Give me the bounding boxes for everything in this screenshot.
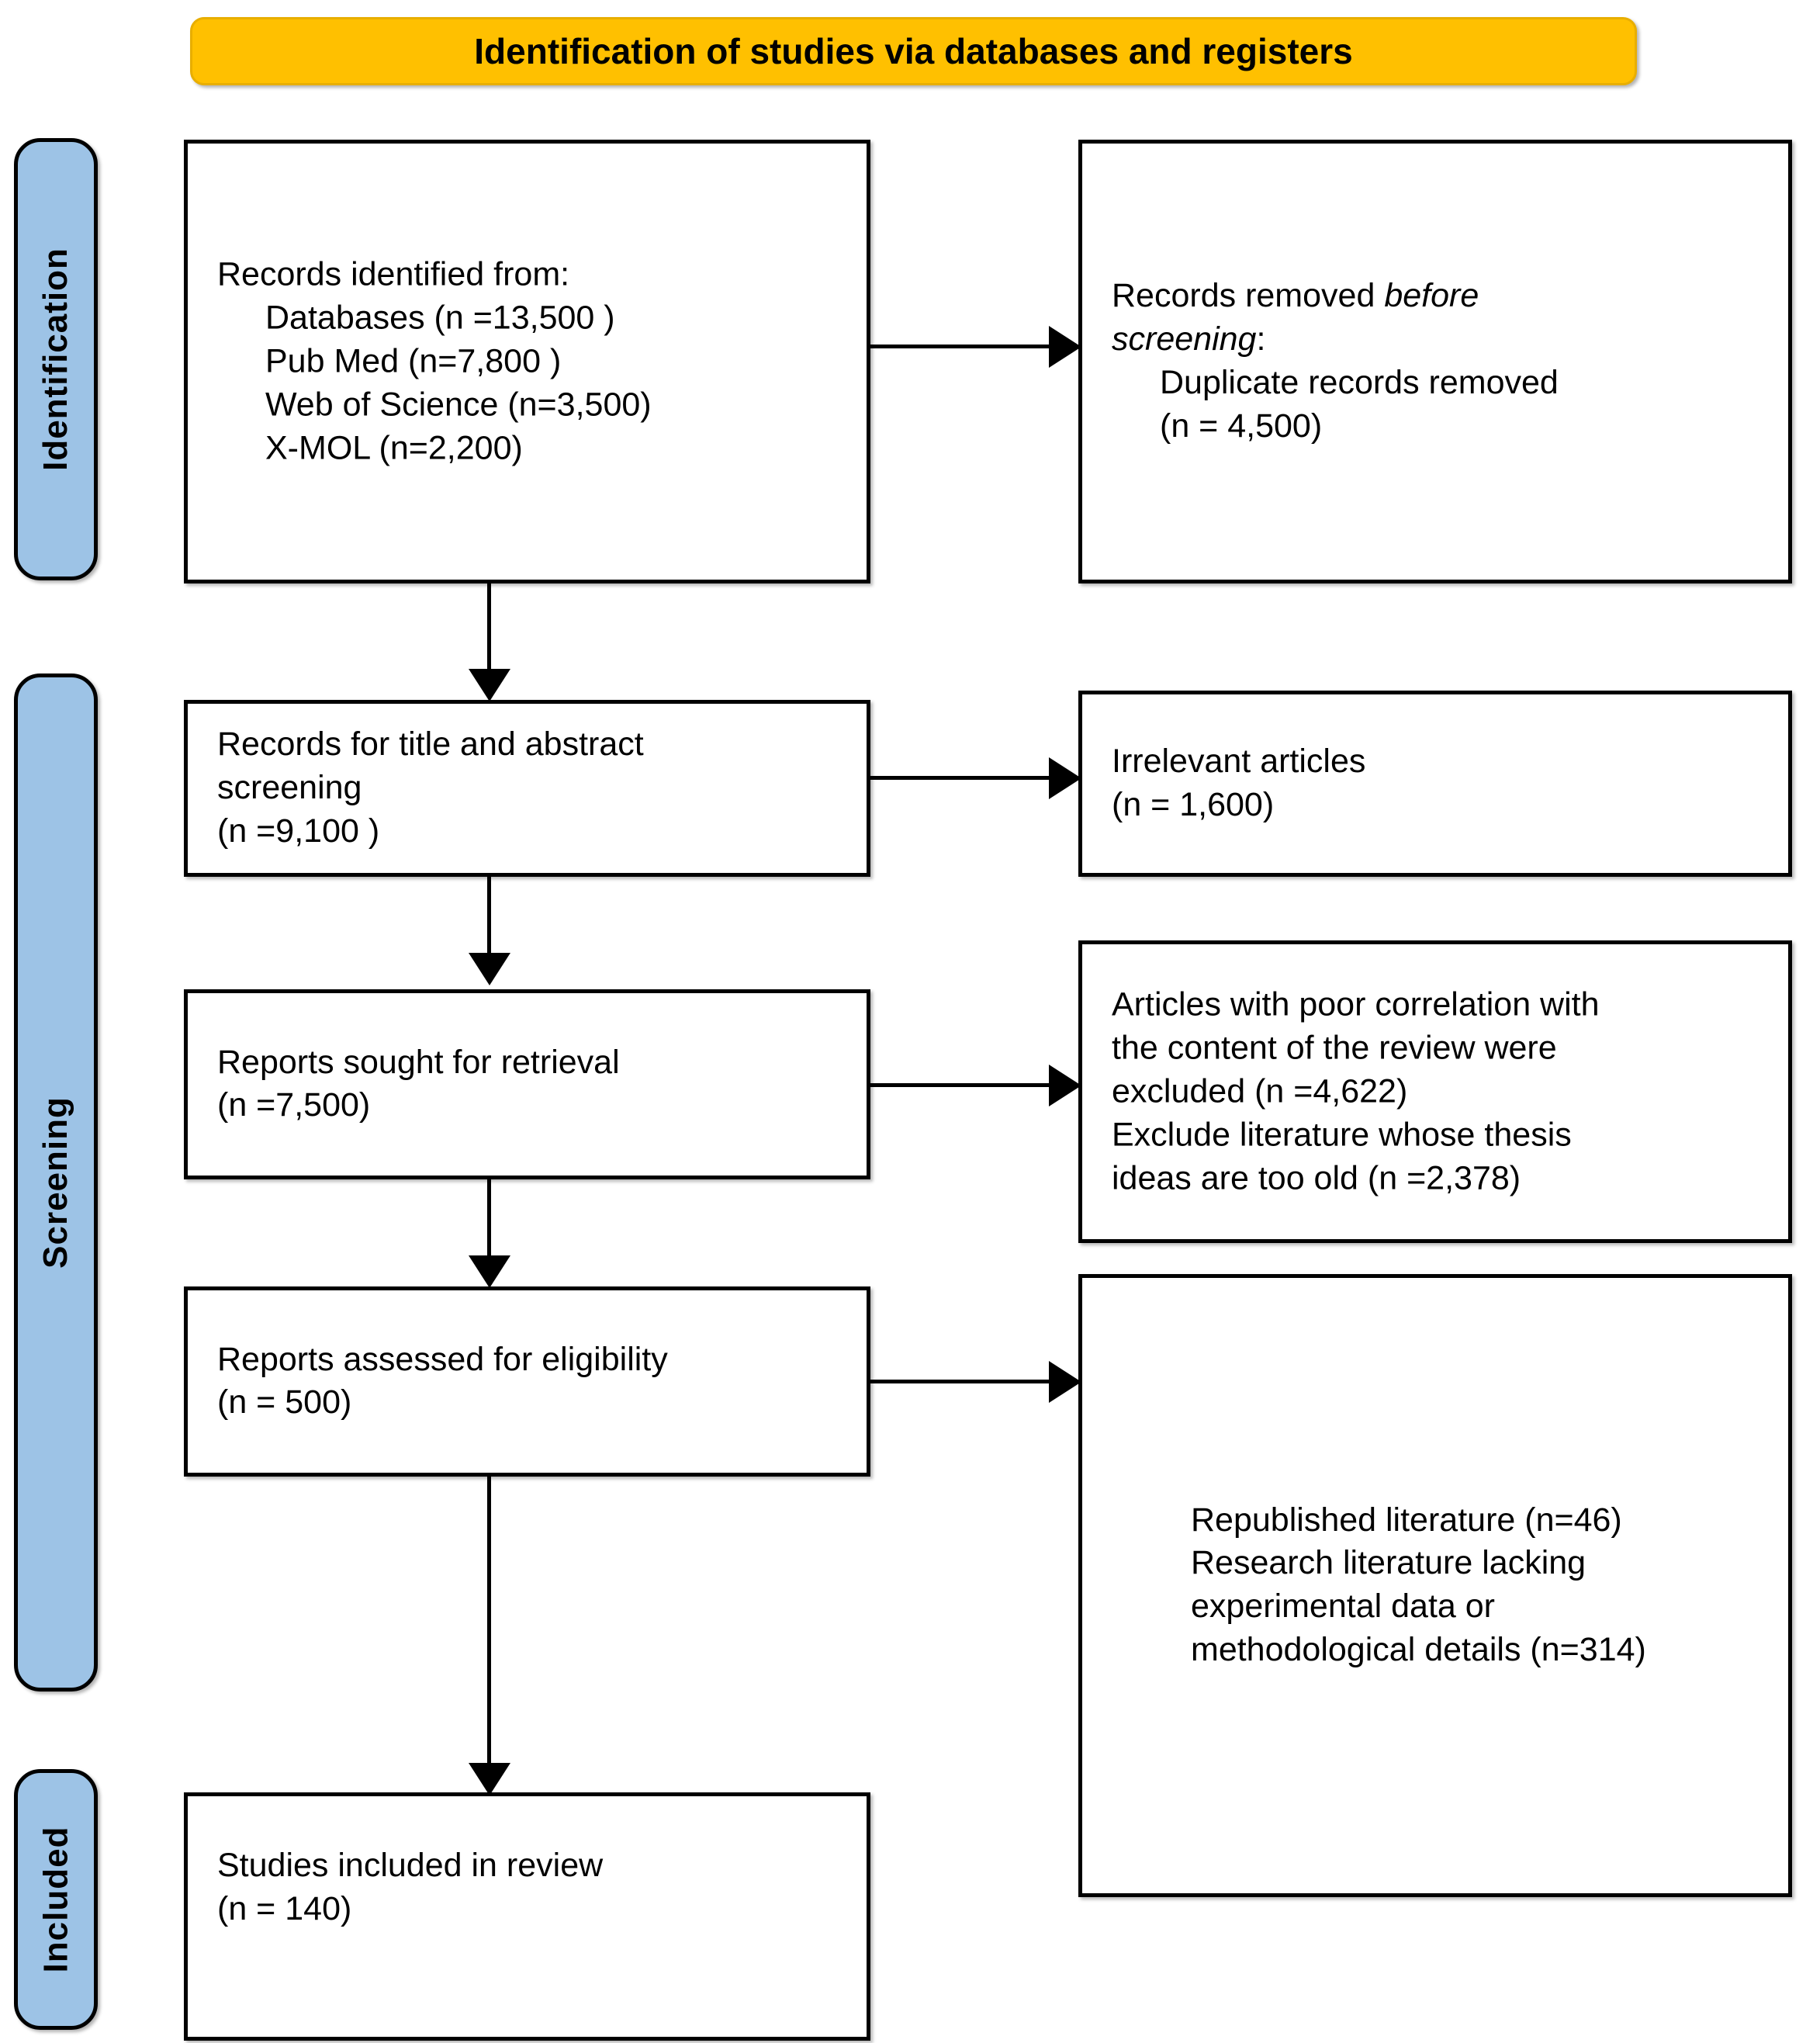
records-removed-line1-prefix: Records removed [1112, 277, 1385, 315]
box-articles-excluded-content: Articles with poor correlation with the … [1112, 983, 1771, 1200]
studies-included-line2: (n = 140) [217, 1889, 352, 1927]
irrelevant-line2: (n = 1,600) [1112, 786, 1275, 823]
records-removed-item-duplicate: Duplicate records removed [1160, 364, 1559, 401]
eligibility-excluded-line4: methodological details (n=314) [1191, 1631, 1646, 1669]
articles-excluded-line5: ideas are too old (n =2,378) [1112, 1158, 1521, 1196]
connector-identified-to-screening-arrowhead [469, 669, 510, 701]
reports-sought-line1: Reports sought for retrieval [217, 1043, 620, 1081]
articles-excluded-line1: Articles with poor correlation with [1112, 985, 1600, 1023]
records-identified-item-xmol: X-MOL (n=2,200) [265, 428, 523, 466]
records-removed-item-count: (n = 4,500) [1160, 407, 1323, 445]
stage-label-included-text: Included [36, 1826, 74, 1973]
box-title-abstract-screening: Records for title and abstract screening… [184, 700, 870, 877]
connector-identified-to-removed-line [870, 345, 1050, 348]
articles-excluded-line3: excluded (n =4,622) [1112, 1072, 1408, 1110]
connector-assessed-to-included-arrowhead [469, 1763, 510, 1795]
box-studies-included-content: Studies included in review (n = 140) [217, 1844, 849, 1931]
records-removed-line2: screening: [1112, 318, 1771, 362]
diagram-header-banner: Identification of studies via databases … [190, 17, 1637, 85]
reports-assessed-line1: Reports assessed for eligibility [217, 1340, 668, 1378]
connector-screening-to-sought-arrowhead [469, 953, 510, 985]
box-reports-excluded-eligibility: Republished literature (n=46) Research l… [1078, 1274, 1792, 1897]
title-abstract-line3: (n =9,100 ) [217, 812, 380, 850]
records-identified-item-databases: Databases (n =13,500 ) [265, 299, 615, 337]
box-studies-included: Studies included in review (n = 140) [184, 1792, 870, 2041]
records-identified-item-pubmed: Pub Med (n=7,800 ) [265, 342, 562, 380]
connector-sought-to-assessed-line [487, 1179, 491, 1261]
box-irrelevant-articles: Irrelevant articles (n = 1,600) [1078, 691, 1792, 877]
connector-assessed-to-excluded-line [870, 1380, 1050, 1383]
stage-label-screening-text: Screening [36, 1096, 74, 1269]
box-title-abstract-content: Records for title and abstract screening… [217, 723, 849, 854]
box-reports-sought-content: Reports sought for retrieval (n =7,500) [217, 1041, 849, 1128]
irrelevant-line1: Irrelevant articles [1112, 743, 1366, 781]
box-records-removed-before-screening: Records removed before screening: Duplic… [1078, 140, 1792, 583]
connector-sought-to-assessed-arrowhead [469, 1255, 510, 1288]
box-articles-excluded-screening: Articles with poor correlation with the … [1078, 940, 1792, 1243]
box-records-removed-content: Records removed before screening: Duplic… [1112, 275, 1771, 448]
records-removed-line2-suffix: : [1256, 320, 1266, 358]
records-removed-line1-italic: before [1384, 277, 1479, 315]
reports-sought-line2: (n =7,500) [217, 1086, 371, 1124]
eligibility-excluded-line2: Research literature lacking [1191, 1544, 1586, 1582]
records-identified-heading: Records identified from: [217, 255, 570, 293]
records-removed-line2-italic: screening [1112, 320, 1257, 358]
box-reports-sought: Reports sought for retrieval (n =7,500) [184, 989, 870, 1179]
title-abstract-line2: screening [217, 769, 362, 807]
studies-included-line1: Studies included in review [217, 1847, 604, 1884]
eligibility-excluded-line3: experimental data or [1191, 1588, 1495, 1626]
box-irrelevant-content: Irrelevant articles (n = 1,600) [1112, 740, 1771, 827]
articles-excluded-line4: Exclude literature whose thesis [1112, 1115, 1572, 1153]
eligibility-excluded-line1: Republished literature (n=46) [1191, 1501, 1622, 1539]
stage-label-screening: Screening [14, 673, 98, 1692]
diagram-title: Identification of studies via databases … [474, 31, 1353, 71]
title-abstract-line1: Records for title and abstract [217, 725, 644, 764]
connector-screening-to-irrelevant-line [870, 776, 1050, 780]
connector-screening-to-irrelevant-arrowhead [1049, 757, 1081, 799]
box-records-identified: Records identified from: Databases (n =1… [184, 140, 870, 583]
connector-assessed-to-excluded-arrowhead [1049, 1361, 1081, 1403]
connector-identified-to-removed-arrowhead [1049, 326, 1081, 368]
connector-screening-to-sought-line [487, 877, 491, 958]
connector-assessed-to-included-line [487, 1477, 491, 1768]
connector-sought-to-excluded-line [870, 1083, 1050, 1087]
stage-label-included: Included [14, 1769, 98, 2030]
reports-assessed-line2: (n = 500) [217, 1383, 352, 1421]
records-removed-line1: Records removed before [1112, 275, 1771, 318]
box-reports-excluded-eligibility-content: Republished literature (n=46) Research l… [1191, 1499, 1771, 1673]
connector-identified-to-screening-line [487, 583, 491, 675]
articles-excluded-line2: the content of the review were [1112, 1029, 1557, 1067]
connector-sought-to-excluded-arrowhead [1049, 1065, 1081, 1106]
box-reports-assessed-content: Reports assessed for eligibility (n = 50… [217, 1338, 849, 1425]
records-identified-item-wos: Web of Science (n=3,500) [265, 385, 652, 423]
box-reports-assessed: Reports assessed for eligibility (n = 50… [184, 1286, 870, 1477]
stage-label-identification: Identification [14, 138, 98, 580]
box-records-identified-content: Records identified from: Databases (n =1… [217, 253, 849, 469]
stage-label-identification-text: Identification [36, 248, 74, 471]
